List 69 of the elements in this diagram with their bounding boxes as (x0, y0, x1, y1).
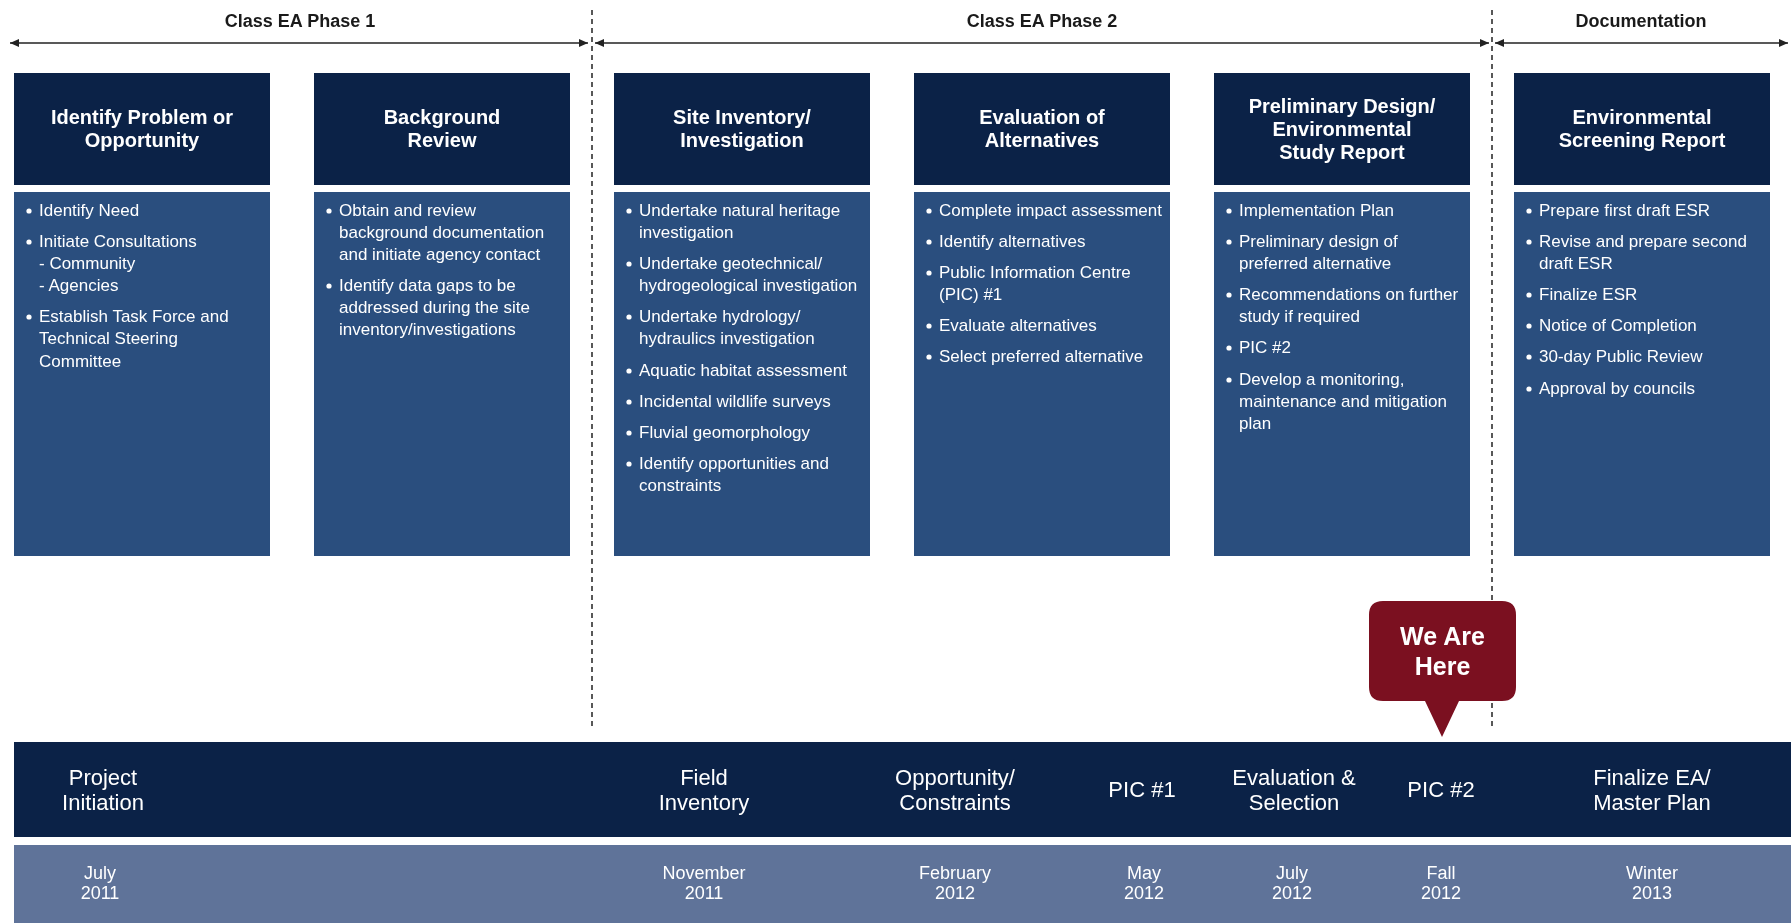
date-label: July 2011 (80, 864, 120, 904)
task-panel (314, 192, 570, 556)
date-label: November 2011 (662, 864, 746, 904)
header-text: Evaluation of Alternatives (978, 106, 1106, 152)
bullet-text: Aquatic habitat assessment (639, 360, 847, 380)
date-label: May 2012 (1124, 864, 1164, 904)
bullet-text: Complete impact assessment (939, 201, 1162, 220)
bullet-text: Select preferred alternative (939, 347, 1144, 367)
bullet-text: Approval by councils (1539, 378, 1695, 398)
milestone-label: Field Inventory (658, 764, 750, 815)
milestone-label: Evaluation & Selection (1231, 764, 1357, 815)
phase-label: Class EA Phase 1 (224, 11, 376, 32)
bullet-text: Fluvial geomorphology (639, 422, 811, 442)
bullet-text: Implementation Plan (1239, 201, 1394, 220)
stage-header (314, 73, 570, 185)
milestone-band (14, 742, 1791, 837)
stage-header (1514, 73, 1770, 185)
task-panel (1214, 192, 1470, 556)
task-panel (14, 192, 270, 556)
bullet-text: Preliminary design of preferred alternative (1239, 232, 1398, 274)
bullet-text: Revise and prepare second draft ESR (1539, 232, 1747, 274)
bullet-text: PIC #2 (1239, 338, 1291, 358)
bullet-text: Identify alternatives (939, 232, 1086, 252)
stage-header (14, 73, 270, 185)
bullet-text: Identify Need (39, 201, 140, 220)
header-text: Environmental Screening Report (1557, 106, 1727, 152)
bullet-text: Notice of Completion (1539, 316, 1697, 336)
date-band (14, 845, 1791, 923)
bullet-text: Undertake hydrology/ hydraulics investigation (639, 307, 815, 349)
task-panel (1514, 192, 1770, 556)
task-panel (614, 192, 870, 556)
bullet-text: 30-day Public Review (1539, 347, 1703, 367)
bullet-text: Identify data gaps to be addressed during the site inventory/investigations (339, 276, 530, 340)
sub-item-text: - Community (39, 254, 136, 274)
date-label: Winter 2013 (1626, 864, 1678, 904)
phase-label: Class EA Phase 2 (966, 11, 1118, 32)
sub-item-text: - Agencies (39, 276, 119, 296)
callout-marker (1369, 601, 1516, 738)
bullet-text: Recommendations on further study if required (1239, 285, 1459, 327)
bullet-text: Develop a monitoring, maintenance and mitigation plan (1239, 369, 1447, 433)
milestone-label: PIC #1 (1108, 776, 1176, 803)
date-label: July 2012 (1272, 864, 1312, 904)
bullet-text: Prepare first draft ESR (1539, 201, 1710, 220)
milestone-label: Finalize EA/ Master Plan (1592, 764, 1712, 815)
stage-header (1214, 73, 1470, 185)
header-text: Background Review (382, 106, 502, 152)
bullet-text: Incidental wildlife surveys (639, 391, 831, 411)
bullet-text: Undertake natural heritage investigation (639, 201, 841, 243)
bullet-text: Obtain and review background documentation and initiate agency contact (339, 201, 545, 265)
bullet-text: Identify opportunities and constraints (639, 453, 829, 495)
bullet-text: Finalize ESR (1539, 285, 1638, 305)
date-label: February 2012 (919, 864, 991, 904)
header-text: Identify Problem or Opportunity (49, 106, 235, 152)
milestone-label: Opportunity/ Constraints (895, 764, 1015, 815)
milestone-label: PIC #2 (1407, 776, 1475, 803)
bullet-text: Establish Task Force and Technical Steering Committee (39, 307, 229, 371)
header-text: Site Inventory/ Investigation (672, 106, 812, 152)
task-panel (914, 192, 1170, 556)
phase-label: Documentation (1575, 11, 1707, 32)
bullet-text: Undertake geotechnical/ hydrogeological investigation (639, 254, 858, 296)
stage-header (914, 73, 1170, 185)
date-label: Fall 2012 (1421, 864, 1461, 904)
bullet-text: Initiate Consultations (39, 232, 197, 252)
stage-header (614, 73, 870, 185)
bullet-text: Public Information Centre (PIC) #1 (939, 263, 1131, 305)
bullet-text: Evaluate alternatives (939, 316, 1097, 336)
header-text: Preliminary Design/ Environmental Study Report (1248, 94, 1436, 164)
milestone-label: Project Initiation (62, 764, 144, 815)
callout-text: We Are Here (1399, 621, 1486, 682)
